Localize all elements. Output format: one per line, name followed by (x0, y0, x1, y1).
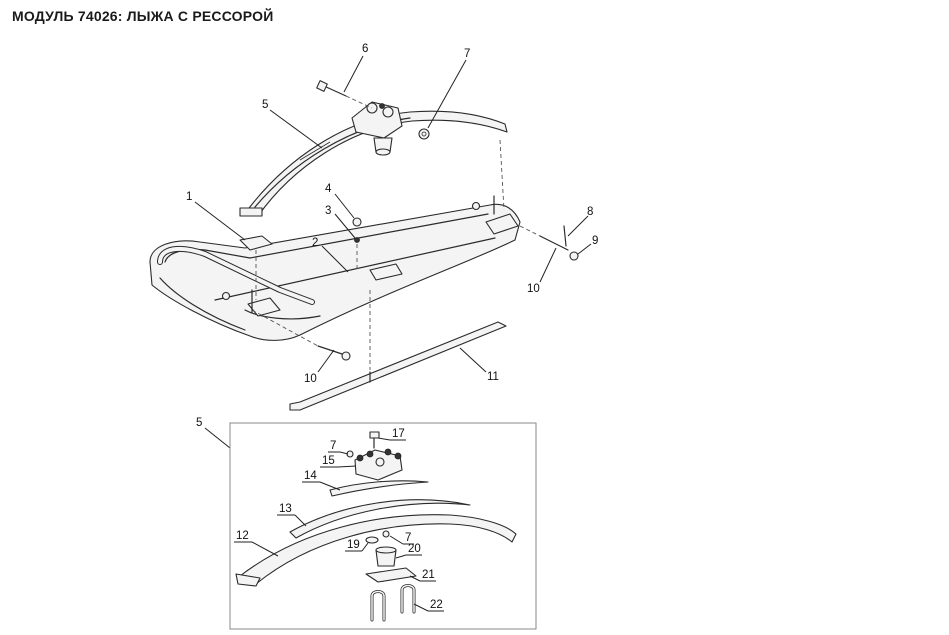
inset-callout-21: 21 (422, 569, 435, 581)
bracket (239, 235, 273, 300)
fastener-3-4 (352, 217, 362, 270)
callout-1: 1 (186, 191, 192, 203)
inset-callout-22: 22 (430, 599, 443, 611)
callout-8: 8 (587, 206, 593, 218)
inset-callout-20: 20 (408, 543, 421, 555)
callout-7: 7 (464, 48, 470, 60)
inset-callout-7b: 7 (405, 532, 411, 544)
inset-callout-15: 15 (322, 455, 335, 467)
front-axle (221, 289, 351, 361)
spring-detail-inset: 5 17 (196, 417, 537, 630)
ski-handle (157, 245, 315, 305)
spring-mount (316, 80, 430, 156)
inset-callout-19: 19 (347, 539, 360, 551)
callout-2: 2 (312, 237, 318, 249)
ski-runner (289, 290, 507, 411)
inset-callout-5: 5 (196, 417, 202, 429)
main-callouts: 1 2 3 4 5 6 7 8 9 10 10 11 (186, 43, 598, 385)
callout-4: 4 (325, 183, 332, 195)
callout-5: 5 (262, 99, 268, 111)
ski-body (149, 203, 521, 341)
callout-10-rear: 10 (527, 283, 540, 295)
callout-10-front: 10 (304, 373, 317, 385)
inset-callout-7a: 7 (330, 440, 336, 452)
inset-callout-17: 17 (392, 428, 405, 440)
inset-callout-13: 13 (279, 503, 292, 515)
callout-11: 11 (487, 371, 499, 383)
callout-9: 9 (592, 235, 598, 247)
rear-axle (471, 139, 579, 261)
inset-callout-12: 12 (236, 530, 249, 542)
callout-6: 6 (362, 43, 368, 55)
page-title: МОДУЛЬ 74026: ЛЫЖА С РЕССОРОЙ (12, 8, 274, 24)
inset-callout-14: 14 (304, 470, 317, 482)
callout-3: 3 (325, 205, 331, 217)
